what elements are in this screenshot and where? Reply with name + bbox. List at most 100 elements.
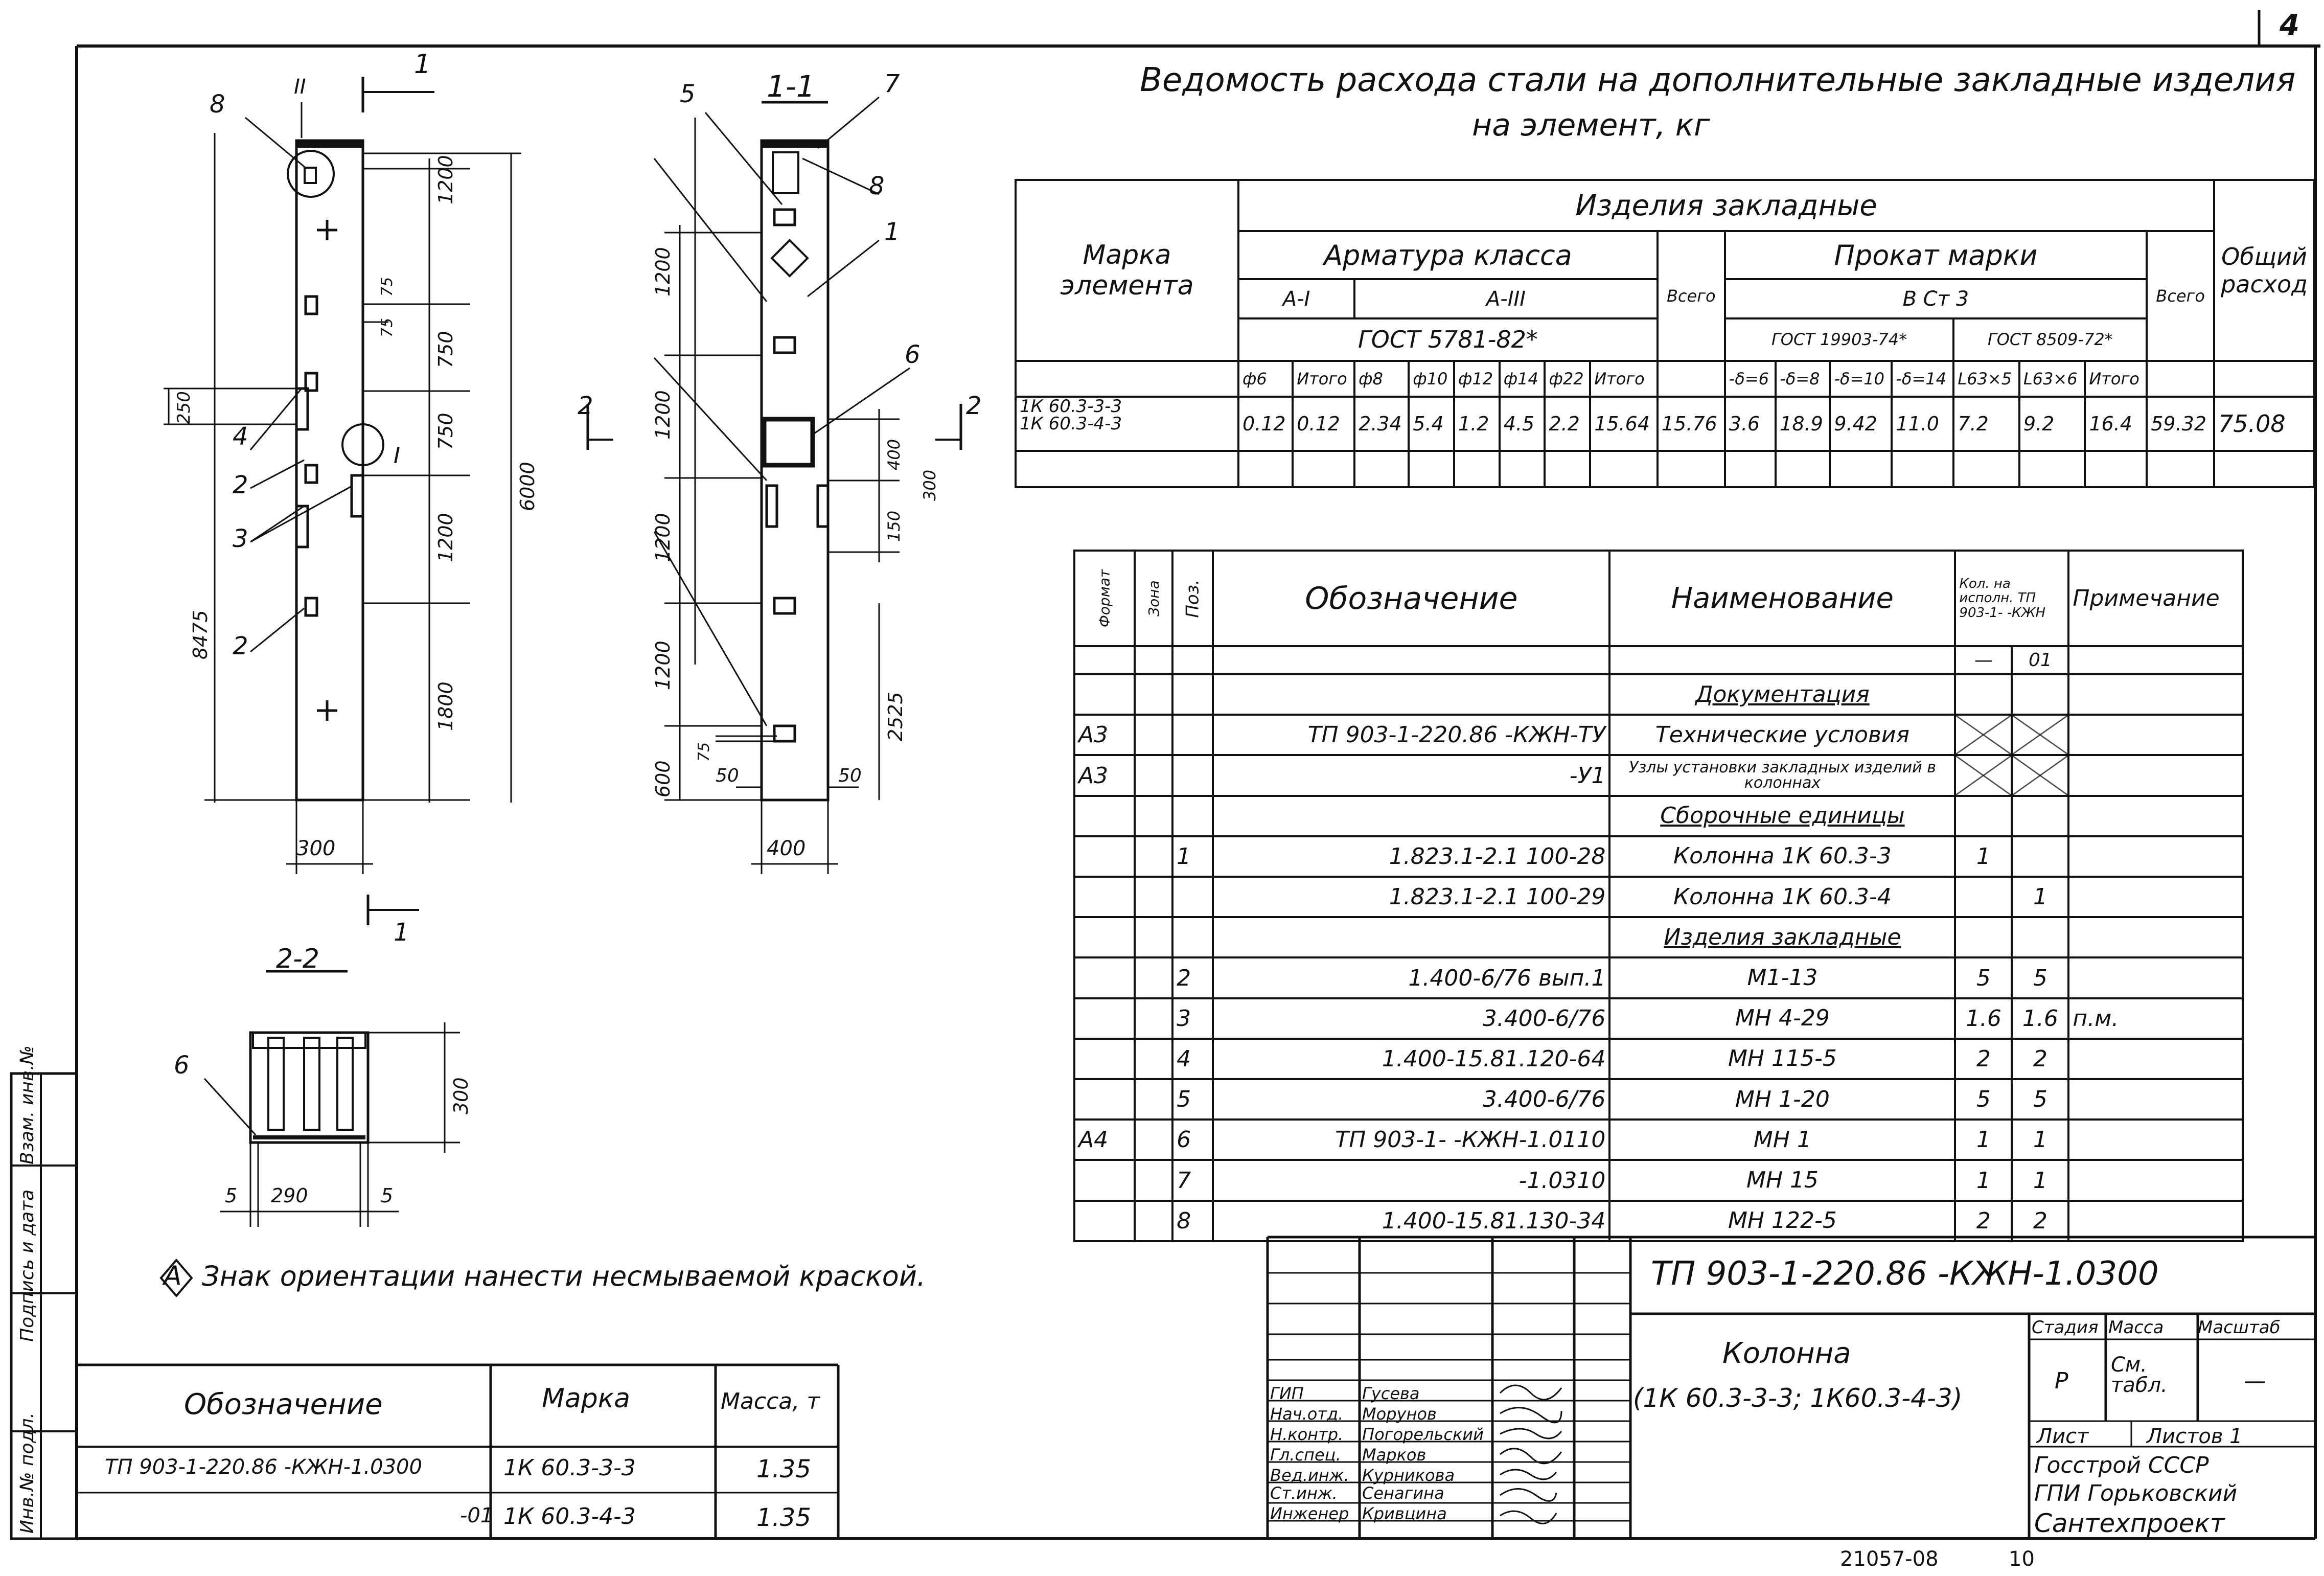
steel-col: L63×6 [2018,359,2086,398]
spec-cell-pos: 5 [1171,1078,1214,1121]
spec-cell-zone [1133,794,1174,837]
pos-label-8b: 8 [869,172,885,200]
spec-cell-pos: 7 [1171,1159,1214,1202]
spec-h-note: Примечание [2067,549,2244,648]
stamp-signatures: ГИП Нач.отд. Н.контр. Гл.спец. Вед.инж. … [1270,1380,1495,1539]
spec-cell-zone [1133,1199,1174,1243]
steel-col: L63×5 [1952,359,2020,398]
title-block-grid [1266,1236,2315,1539]
dim-150: 300 [920,469,939,501]
stamp-sheets: Листов 1 [2147,1425,2243,1448]
mass-mark-1: 1К 60.3-3-3 [503,1455,636,1481]
steel-col: ф8 [1353,359,1410,398]
spec-cell-q2: 2 [2011,1199,2070,1243]
spec-cell-q2: 1 [2011,1159,2070,1202]
spec-cell-note [2067,794,2244,837]
dim-8475: 8475 [189,610,212,659]
spec-cell-q1 [1954,794,2013,837]
stamp-role: Гл.спец. [1270,1445,1341,1465]
spec-cell-note [2067,754,2244,797]
steel-cell: 3.6 [1723,396,1777,452]
dim-300: 300 [296,837,336,860]
stamp-name: Погорельский [1362,1425,1484,1444]
mass-table-grid [77,1363,840,1539]
spec-h-qty-a: — [1954,645,2013,676]
section-mark-1-bottom: 1 [394,918,409,947]
spec-cell-q1 [1954,673,2013,716]
spec-cell-zone [1133,1118,1174,1161]
spec-cell-q2: 1.6 [2011,997,2070,1040]
dim-250: 250 [174,391,194,424]
spec-cell-q1 [1954,714,2013,757]
spec-cell-pos [1171,794,1214,837]
spec-cell-pos [1171,876,1214,919]
spec-cell-q2 [2011,673,2070,716]
spec-cell-name: МН 1 [1608,1118,1957,1161]
steel-cell: 9.2 [2018,396,2086,452]
steel-h-overall: Общий расход [2213,179,2315,362]
spec-cell-note [2067,876,2244,919]
spec-cell-zone [1133,835,1174,878]
spec-table: Формат Зона Поз. Обозначение Наименовани… [1073,549,2244,1243]
dim-1200b: 1200 [434,513,457,562]
steel-h-total: Всего [1656,230,1726,362]
node-mark: I [394,443,400,469]
spec-cell-q1 [1954,754,2013,797]
spec-cell-fmt [1073,673,1136,716]
steel-h-rebar: Арматура класса [1237,230,1659,281]
spec-cell-note [2067,1199,2244,1243]
spec-cell-fmt: А3 [1073,754,1136,797]
spec-cell-name: Технические условия [1608,714,1957,757]
stamp-role: Вед.инж. [1270,1466,1349,1485]
spec-h-desig: Обозначение [1212,549,1611,648]
signature-scribbles [1499,1384,1562,1524]
section-mark-2-right: 2 [966,392,982,420]
table-row: Изделия закладные [1073,916,2244,959]
steel-h-gost-rolled1: ГОСТ 19903-74* [1723,317,1955,362]
spec-cell-name: Узлы установки закладных изделий в колон… [1608,754,1957,797]
dim-1200f: 1200 [652,641,674,690]
spec-cell-q2 [2011,714,2070,757]
spec-cell-q1: 2 [1954,1037,2013,1081]
dim-600: 600 [652,760,674,797]
spec-cell-note [2067,956,2244,999]
steel-h-AI: A-I [1237,278,1356,320]
stamp-name: Гусева [1362,1384,1420,1403]
stamp-org-3: Сантехпроект [2034,1509,2225,1538]
pos-label-6b: 6 [174,1051,190,1080]
table-row: Документация [1073,673,2244,716]
spec-cell-fmt [1073,956,1136,999]
pos-label-7: 7 [884,70,900,98]
pos-label-6: 6 [905,340,921,369]
spec-cell-q1: 1 [1954,1118,2013,1161]
dim-1200d: 1200 [652,390,674,440]
spec-cell-name: МН 15 [1608,1159,1957,1202]
steel-cell: 16.4 [2084,396,2148,452]
section-2-2 [203,970,460,1227]
spec-cell-note [2067,673,2244,716]
steel-col: -δ=6 [1723,359,1777,398]
spec-cell-pos: 2 [1171,956,1214,999]
spec-cell-fmt [1073,794,1136,837]
dim-75a: 75 [378,277,396,296]
sheet-number: 4 [2280,9,2299,42]
spec-cell-q2 [2011,916,2070,959]
spec-cell-desig [1212,673,1611,716]
steel-cell: 15.64 [1589,396,1659,452]
spec-cell-zone [1133,916,1174,959]
spec-cell-name: Колонна 1К 60.3-4 [1608,876,1957,919]
dim-1200a: 1200 [434,155,457,204]
spec-cell-name: М1-13 [1608,956,1957,999]
spec-cell-pos: 8 [1171,1199,1214,1243]
spec-cell-q1: 1.6 [1954,997,2013,1040]
stamp-role: Ст.инж. [1270,1483,1338,1503]
steel-cell: 0.12 [1292,396,1356,452]
spec-cell-fmt [1073,916,1136,959]
spec-cell-q2: 5 [2011,956,2070,999]
steel-col: Итого [1292,359,1356,398]
spec-cell-q1 [1954,876,2013,919]
steel-h-st3: В Ст 3 [1723,278,2148,320]
stamp-role: ГИП [1270,1384,1304,1403]
